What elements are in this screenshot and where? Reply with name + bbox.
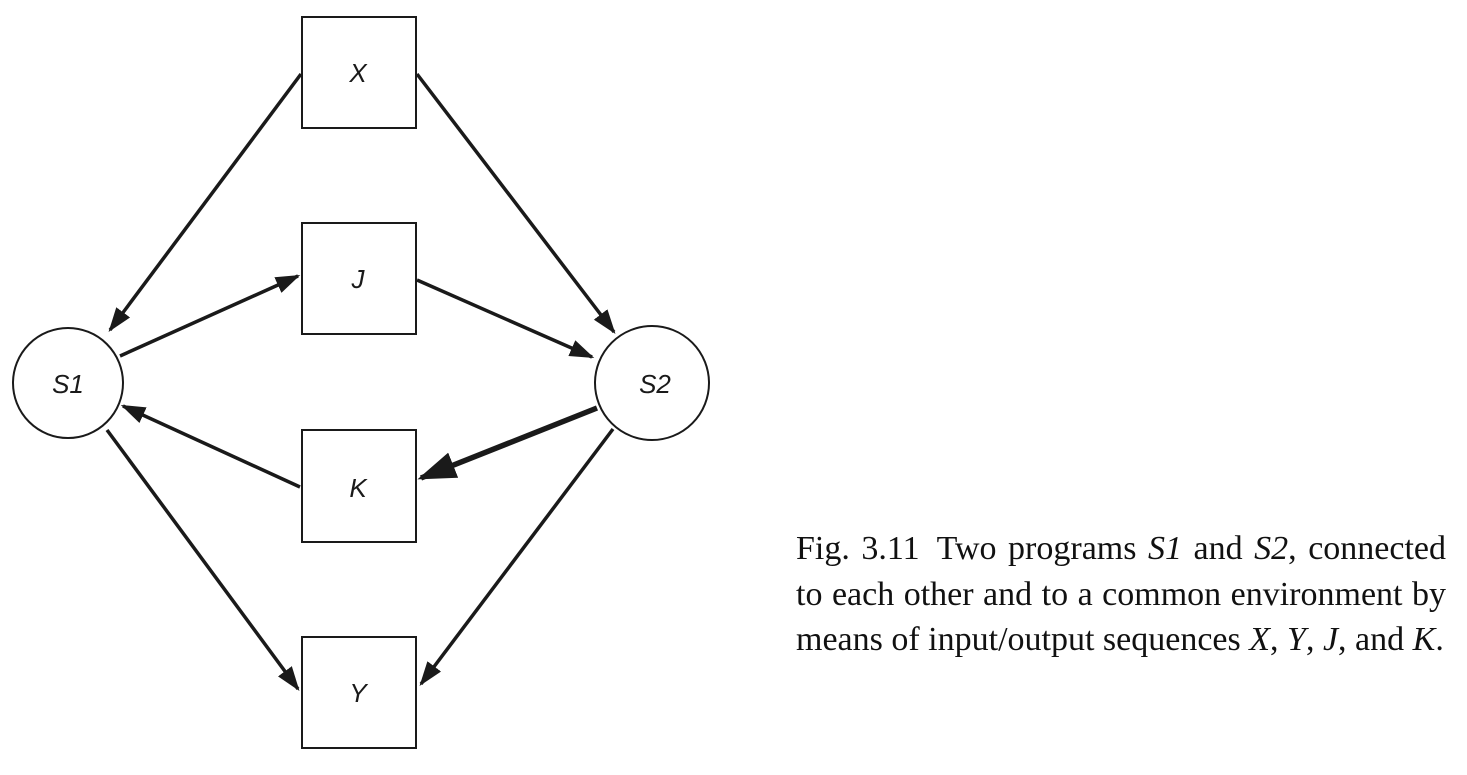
arrow-k-to-s1: [120, 404, 301, 489]
caption-k: K: [1412, 621, 1436, 658]
caption-end: .: [1435, 621, 1444, 658]
node-s2-label: S2: [639, 369, 671, 399]
node-j: J: [301, 222, 417, 335]
figure-caption: Fig. 3.11 Two programs S1 and S2, connec…: [796, 526, 1446, 663]
caption-sep-3: , and: [1338, 621, 1413, 658]
arrow-x-to-s1: [108, 72, 303, 332]
caption-y: Y: [1287, 621, 1306, 658]
node-s1-label: S1: [52, 369, 84, 399]
caption-text-3: , connected to each other and to a commo…: [796, 530, 1447, 658]
arrow-s2-to-k: [417, 405, 599, 481]
caption-x: X: [1249, 621, 1271, 658]
arrow-s2-to-y: [419, 427, 615, 686]
arrow-s1-to-y: [105, 428, 300, 691]
caption-sep-1: ,: [1270, 621, 1288, 658]
arrow-x-to-s2: [415, 72, 616, 334]
node-y-label: Y: [349, 678, 368, 708]
node-y: Y: [301, 636, 417, 749]
node-s2: S2: [594, 325, 710, 441]
node-s1: S1: [12, 327, 124, 439]
caption-j: J: [1322, 621, 1339, 658]
node-x-label: X: [348, 58, 368, 88]
node-x: X: [301, 16, 417, 129]
node-k: K: [301, 429, 417, 543]
caption-s2: S2: [1254, 530, 1289, 567]
caption-text-1: Two programs: [936, 530, 1148, 567]
caption-s1: S1: [1148, 530, 1182, 567]
node-k-label: K: [349, 473, 368, 503]
caption-sep-2: ,: [1305, 621, 1323, 658]
arrow-s1-to-j: [119, 274, 301, 358]
figure-label: Fig. 3.11: [796, 530, 920, 567]
node-j-label: J: [351, 264, 366, 294]
caption-text-2: and: [1182, 530, 1255, 567]
arrow-j-to-s2: [416, 278, 595, 359]
